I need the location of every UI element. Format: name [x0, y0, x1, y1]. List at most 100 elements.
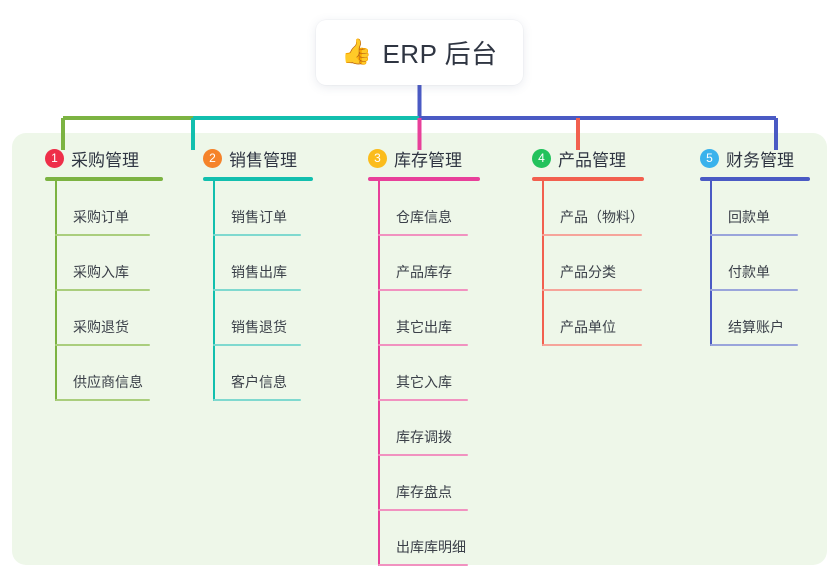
branch-child-underline [55, 289, 150, 291]
branch-child-item[interactable]: 销售出库 [203, 236, 313, 291]
branch-child-item[interactable]: 供应商信息 [45, 346, 163, 401]
root-title: ERP 后台 [382, 39, 498, 69]
branch-child-underline [378, 344, 468, 346]
branch-child-label: 产品单位 [560, 319, 616, 335]
branch-child-label: 产品库存 [396, 264, 452, 280]
branch-child-item[interactable]: 采购订单 [45, 181, 163, 236]
branch-column-3: 3 库存管理仓库信息产品库存其它出库其它入库库存调拨库存盘点出库库明细 [368, 145, 480, 566]
branch-child-item[interactable]: 库存调拨 [368, 401, 480, 456]
branch-child-underline [710, 344, 798, 346]
branch-child-item[interactable]: 其它出库 [368, 291, 480, 346]
branch-child-label: 客户信息 [231, 374, 287, 390]
branch-underline [203, 177, 313, 181]
branch-child-underline [542, 289, 642, 291]
branch-child-label: 采购入库 [73, 264, 129, 280]
branch-header-5[interactable]: 5 财务管理 [700, 145, 810, 171]
branch-child-underline [378, 234, 468, 236]
branch-header-2[interactable]: 2 销售管理 [203, 145, 313, 171]
branch-child-underline [55, 399, 150, 401]
branch-child-underline [378, 564, 468, 566]
branch-title: 产品管理 [558, 150, 626, 170]
branch-child-underline [213, 289, 301, 291]
branch-underline [700, 177, 810, 181]
branch-child-underline [710, 289, 798, 291]
branch-child-item[interactable]: 回款单 [700, 181, 810, 236]
branch-spine [710, 181, 712, 346]
branch-child-underline [55, 344, 150, 346]
branch-title: 库存管理 [394, 150, 462, 170]
branch-children: 采购订单采购入库采购退货供应商信息 [45, 181, 163, 401]
branch-spine [378, 181, 380, 566]
branch-header-1[interactable]: 1 采购管理 [45, 145, 163, 171]
branch-spine [213, 181, 215, 401]
branch-child-label: 仓库信息 [396, 209, 452, 225]
branch-child-underline [542, 344, 642, 346]
branch-title: 采购管理 [71, 150, 139, 170]
branch-underline [532, 177, 644, 181]
branch-child-underline [378, 454, 468, 456]
branch-child-label: 付款单 [728, 264, 770, 280]
branch-child-label: 库存盘点 [396, 484, 452, 500]
branch-child-label: 产品分类 [560, 264, 616, 280]
branch-child-label: 销售出库 [231, 264, 287, 280]
branch-child-item[interactable]: 其它入库 [368, 346, 480, 401]
branch-child-underline [542, 234, 642, 236]
branch-children: 销售订单销售出库销售退货客户信息 [203, 181, 313, 401]
branch-spine [55, 181, 57, 401]
thumbs-up-icon: 👍 [341, 38, 373, 66]
branch-child-item[interactable]: 库存盘点 [368, 456, 480, 511]
branch-column-1: 1 采购管理采购订单采购入库采购退货供应商信息 [45, 145, 163, 401]
branch-title: 销售管理 [229, 150, 297, 170]
branch-child-underline [710, 234, 798, 236]
branch-child-item[interactable]: 销售订单 [203, 181, 313, 236]
branch-child-label: 产品（物料） [560, 209, 644, 225]
branch-child-underline [213, 344, 301, 346]
branch-spine [542, 181, 544, 346]
branch-child-item[interactable]: 产品单位 [532, 291, 644, 346]
branch-child-underline [378, 509, 468, 511]
branches-panel [12, 133, 827, 565]
branch-children: 产品（物料） 产品分类产品单位 [532, 181, 644, 346]
branch-child-label: 其它入库 [396, 374, 452, 390]
branch-child-item[interactable]: 仓库信息 [368, 181, 480, 236]
branch-child-label: 出库库明细 [396, 539, 466, 555]
branch-child-label: 采购退货 [73, 319, 129, 335]
branch-children: 回款单付款单结算账户 [700, 181, 810, 346]
branch-child-item[interactable]: 客户信息 [203, 346, 313, 401]
branch-child-underline [213, 399, 301, 401]
branch-number-badge: 4 [532, 148, 551, 168]
branch-child-label: 销售退货 [231, 319, 287, 335]
branch-child-underline [378, 399, 468, 401]
branch-child-item[interactable]: 结算账户 [700, 291, 810, 346]
branch-number-badge: 1 [45, 148, 64, 168]
branch-title: 财务管理 [726, 150, 794, 170]
branch-column-4: 4 产品管理产品（物料） 产品分类产品单位 [532, 145, 644, 346]
branch-child-label: 采购订单 [73, 209, 129, 225]
branch-number-badge: 2 [203, 148, 222, 168]
branch-number-badge: 5 [700, 148, 719, 168]
branch-child-label: 销售订单 [231, 209, 287, 225]
root-node-card[interactable]: 👍 ERP 后台 [316, 20, 523, 85]
branch-child-item[interactable]: 产品库存 [368, 236, 480, 291]
branch-child-label: 库存调拨 [396, 429, 452, 445]
branch-child-item[interactable]: 采购退货 [45, 291, 163, 346]
branch-child-label: 供应商信息 [73, 374, 143, 390]
branch-child-item[interactable]: 付款单 [700, 236, 810, 291]
branch-column-5: 5 财务管理回款单付款单结算账户 [700, 145, 810, 346]
branch-column-2: 2 销售管理销售订单销售出库销售退货客户信息 [203, 145, 313, 401]
branch-child-label: 结算账户 [728, 319, 784, 335]
branch-header-3[interactable]: 3 库存管理 [368, 145, 480, 171]
branch-children: 仓库信息产品库存其它出库其它入库库存调拨库存盘点出库库明细 [368, 181, 480, 566]
branch-child-underline [213, 234, 301, 236]
branch-child-item[interactable]: 销售退货 [203, 291, 313, 346]
branch-child-label: 回款单 [728, 209, 770, 225]
branch-underline [368, 177, 480, 181]
branch-child-item[interactable]: 产品分类 [532, 236, 644, 291]
branch-header-4[interactable]: 4 产品管理 [532, 145, 644, 171]
branch-child-item[interactable]: 采购入库 [45, 236, 163, 291]
branch-child-item[interactable]: 产品（物料） [532, 181, 644, 236]
branch-child-item[interactable]: 出库库明细 [368, 511, 480, 566]
branch-number-badge: 3 [368, 148, 387, 168]
branch-child-label: 其它出库 [396, 319, 452, 335]
